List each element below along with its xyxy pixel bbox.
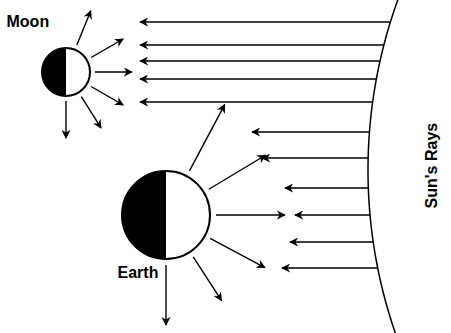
body-label: Moon bbox=[7, 12, 50, 31]
sun-ray-arrow bbox=[295, 214, 370, 215]
earth-body: Earth bbox=[110, 160, 230, 290]
sun-ray-arrow bbox=[262, 157, 368, 158]
sun-arc: Sun's Rays bbox=[360, 0, 451, 333]
sun-ray-arrow bbox=[290, 241, 373, 242]
moon-body: Moon bbox=[0, 0, 140, 110]
reflected-ray-arrow bbox=[216, 214, 285, 215]
reflected-ray-arrow bbox=[65, 101, 66, 138]
reflected-ray-arrow bbox=[189, 105, 224, 171]
reflected-ray-arrow bbox=[91, 39, 123, 58]
reflected-ray-arrow bbox=[95, 71, 132, 72]
sun-ray-arrow bbox=[282, 267, 378, 268]
dark-half bbox=[42, 48, 66, 96]
sun-ray-arrow bbox=[140, 44, 384, 45]
sun-edge bbox=[368, 0, 402, 333]
reflected-ray-arrow bbox=[165, 265, 166, 325]
body-label: Sun's Rays bbox=[422, 122, 441, 208]
sun-ray-arrow bbox=[285, 187, 368, 188]
dark-half bbox=[122, 171, 166, 259]
sun-ray-arrow bbox=[140, 21, 390, 22]
reflected-ray-arrow bbox=[210, 238, 265, 267]
reflected-ray-arrow bbox=[91, 87, 123, 106]
lit-half bbox=[42, 48, 90, 96]
sphere-border bbox=[122, 171, 210, 259]
lit-half bbox=[122, 171, 210, 259]
reflected-ray-arrow bbox=[77, 11, 91, 45]
reflected-ray-arrow bbox=[193, 257, 221, 301]
reflected-ray-arrow bbox=[209, 155, 266, 189]
sun-ray-arrow bbox=[252, 131, 369, 132]
sphere-border bbox=[42, 48, 90, 96]
body-label: Earth bbox=[118, 263, 159, 282]
sun-ray-arrow bbox=[140, 60, 380, 61]
sun-ray-arrow bbox=[140, 101, 373, 102]
reflected-ray-arrow bbox=[81, 97, 101, 128]
sun-ray-arrow bbox=[140, 78, 376, 79]
